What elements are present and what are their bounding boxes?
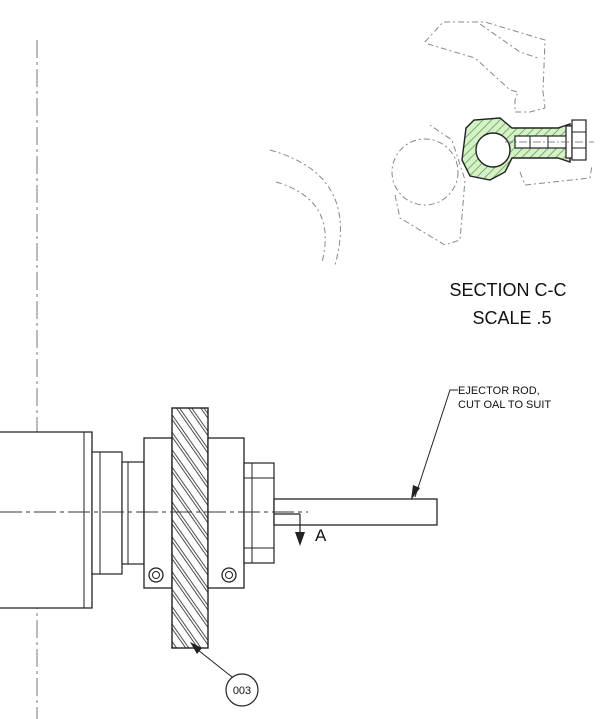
clamp-bore — [475, 132, 511, 168]
housing-body — [0, 431, 93, 609]
phantom-arc-1 — [269, 149, 341, 266]
bolt-head — [571, 119, 587, 161]
bearing-block-left — [143, 437, 173, 589]
note-leader-arrowhead — [411, 485, 420, 500]
main-assembly-view — [0, 407, 438, 649]
balloon-leader-arrowhead — [190, 642, 202, 654]
screw-left-inner — [152, 571, 160, 579]
item-balloon — [225, 673, 259, 707]
section-c-c-view — [269, 21, 594, 266]
balloon-leader — [192, 645, 233, 678]
phantom-housing — [394, 124, 466, 246]
shaft-collar — [91, 451, 123, 575]
screw-right-inner — [225, 571, 233, 579]
hub — [243, 462, 275, 564]
phantom-arc-2 — [275, 181, 326, 263]
section-arrow-label: A — [315, 526, 327, 545]
phantom-circle — [391, 138, 459, 206]
section-title: SECTION C-C — [450, 280, 567, 300]
phantom-bracket-inner — [479, 23, 539, 59]
note-line-1: EJECTOR ROD, — [458, 385, 540, 397]
cutting-plane-arrowhead — [295, 532, 305, 546]
item-balloon-label: 003 — [233, 685, 251, 697]
section-scale: SCALE .5 — [472, 308, 551, 328]
shaft-neck — [121, 461, 145, 565]
note-line-2: CUT OAL TO SUIT — [458, 399, 551, 411]
phantom-bracket-outline — [424, 21, 546, 113]
note-leader — [414, 389, 458, 498]
bearing-block-right — [207, 437, 245, 589]
phantom-housing-2 — [519, 164, 593, 186]
helical-gear — [171, 407, 209, 649]
